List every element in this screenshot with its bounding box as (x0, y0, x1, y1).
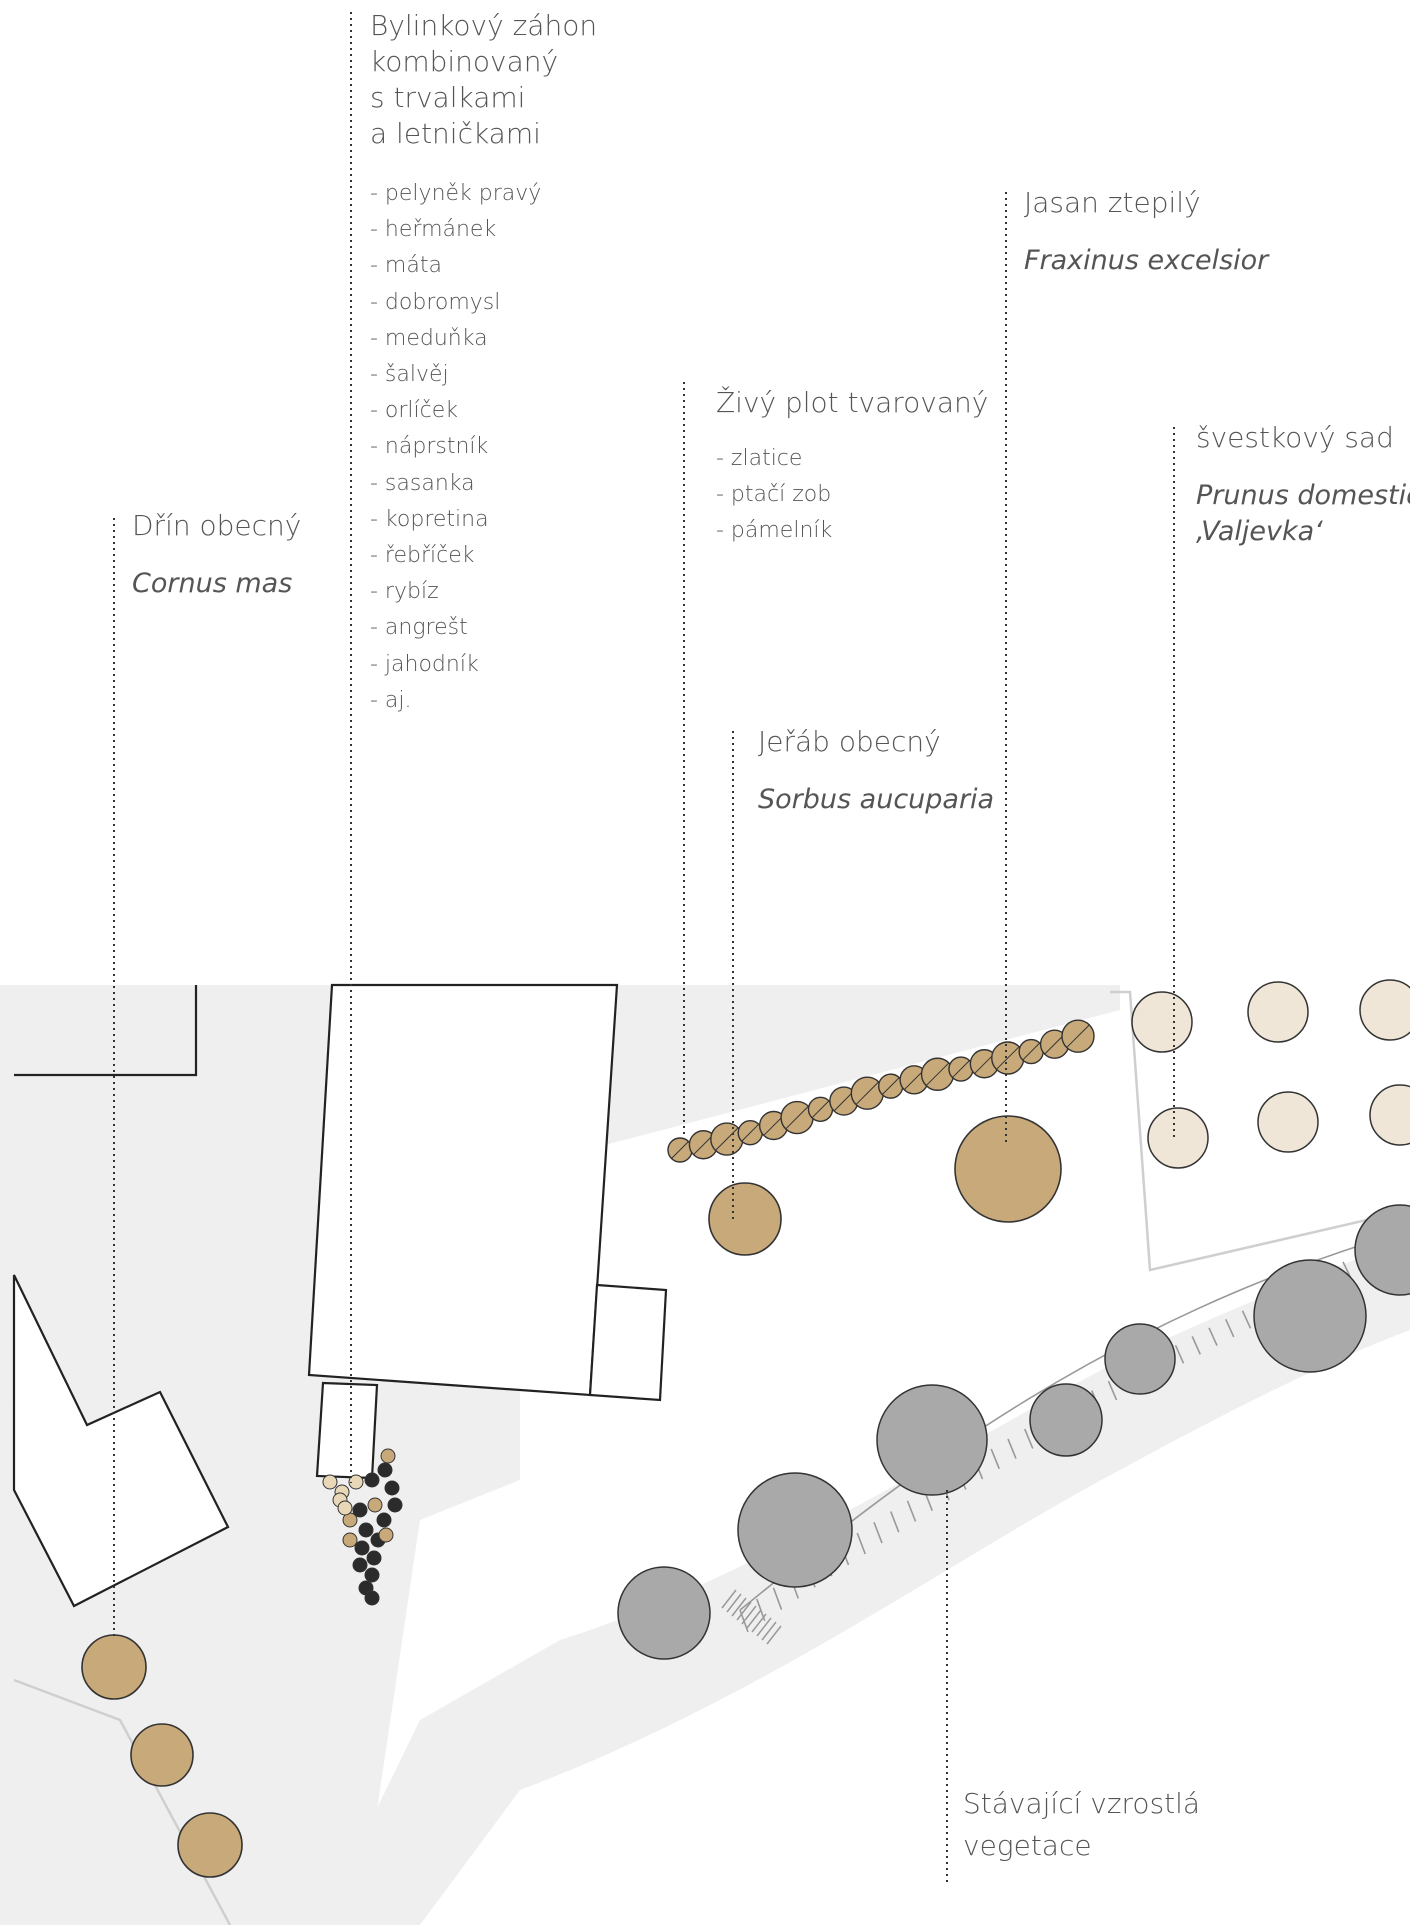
herb-bed (322, 1448, 403, 1606)
list-item: - meduňka (370, 325, 488, 351)
existing-tree (1354, 1204, 1410, 1296)
plum-latin-1: Prunus domestica (1196, 480, 1410, 511)
plum-tree (1147, 1107, 1209, 1169)
dogwood-label: Dřín obecný Cornus mas (132, 508, 301, 602)
herb-plant (348, 1474, 364, 1490)
leader-lines (113, 12, 1175, 1886)
herb-plant (380, 1448, 396, 1464)
hedge-label: Živý plot tvarovaný - zlatice - ptačí zob… (716, 385, 988, 550)
list-item: - aj. (370, 687, 412, 713)
list-item: - angrešt (370, 615, 468, 641)
ash-title: Jasan ztepilý (1024, 186, 1201, 219)
existing-tree (1104, 1323, 1176, 1395)
herb-plant (384, 1480, 400, 1496)
herb-plant (377, 1462, 393, 1478)
dogwood-title: Dřín obecný (132, 509, 302, 542)
existing-trees (617, 1204, 1410, 1660)
herb-plant (364, 1472, 380, 1488)
herb-plant (364, 1567, 380, 1583)
existing-tree (876, 1384, 988, 1496)
herb-bed-title-1: Bylinkový záhon (370, 9, 598, 42)
herb-plant (352, 1502, 368, 1518)
herb-bed-label: Bylinkový záhon kombinovaný s trvalkami … (370, 8, 597, 719)
plum-label: švestkový sad Prunus domestica ‚Valjevka… (1196, 420, 1410, 550)
list-item: - zlatice (716, 446, 803, 471)
herb-plant (366, 1550, 382, 1566)
list-item: - ptačí zob (716, 482, 832, 508)
herb-plant (352, 1557, 368, 1573)
plum-tree (1369, 1084, 1410, 1146)
dogwood-tree (177, 1812, 243, 1878)
ash-label: Jasan ztepilý Fraxinus excelsior (1024, 185, 1268, 279)
list-item: - sasanka (370, 470, 475, 496)
plum-tree (1131, 991, 1193, 1053)
plum-orchard (1131, 979, 1410, 1169)
existing-title-2: vegetace (963, 1829, 1092, 1862)
herb-bed-title-2: kombinovaný (370, 45, 559, 78)
list-item: - orlíček (370, 398, 459, 424)
herb-plant (378, 1527, 394, 1543)
rowan-title: Jeřáb obecný (758, 725, 941, 758)
plum-title: švestkový sad (1196, 421, 1394, 454)
list-item: - šalvěj (370, 362, 449, 388)
list-item: - kopretina (370, 506, 489, 532)
existing-tree (617, 1566, 711, 1660)
list-item: - jahodník (370, 651, 479, 677)
herb-bed-title-4: a letničkami (370, 117, 541, 150)
existing-vegetation-label: Stávající vzrostlá vegetace (963, 1786, 1200, 1864)
ash-tree (954, 1115, 1062, 1223)
herb-plant (376, 1512, 392, 1528)
list-item: - pámelník (716, 518, 833, 544)
list-item: - náprstník (370, 434, 489, 460)
herb-plant (367, 1497, 383, 1513)
plum-latin-2: ‚Valjevka‘ (1196, 516, 1323, 547)
list-item: - máta (370, 253, 442, 279)
herb-plant (387, 1497, 403, 1513)
list-item: - heřmánek (370, 217, 497, 243)
herb-plant (364, 1590, 380, 1606)
hedge-title: Živý plot tvarovaný (716, 386, 989, 419)
herb-plant (358, 1522, 374, 1538)
hedge-row (667, 1019, 1095, 1163)
rowan-tree (708, 1182, 782, 1256)
list-item: - pelyněk pravý (370, 181, 542, 206)
dogwood-tree (130, 1723, 194, 1787)
existing-tree (1253, 1259, 1367, 1373)
dogwood-latin: Cornus mas (132, 568, 293, 599)
plum-tree (1257, 1091, 1319, 1153)
list-item: - řebříček (370, 543, 475, 569)
herb-plant (342, 1532, 358, 1548)
dogwood-tree (81, 1634, 147, 1700)
list-item: - rybíz (370, 579, 439, 605)
new-trees (81, 1115, 1062, 1878)
building-outlines (12, 983, 668, 1608)
existing-title-1: Stávající vzrostlá (963, 1787, 1201, 1820)
rowan-label: Jeřáb obecný Sorbus aucuparia (758, 724, 994, 818)
herb-bed-plant-list: - pelyněk pravý - heřmánek - máta - dobromy… (370, 176, 597, 719)
existing-tree (1029, 1383, 1103, 1457)
herb-plant (354, 1540, 370, 1556)
plum-tree (1359, 979, 1410, 1041)
herb-plant (322, 1474, 338, 1490)
list-item: - dobromysl (370, 289, 501, 315)
ash-latin: Fraxinus excelsior (1024, 245, 1269, 276)
rowan-latin: Sorbus aucuparia (758, 784, 995, 815)
existing-tree (737, 1472, 853, 1588)
hedge-plant-list: - zlatice - ptačí zob - pámelník (716, 441, 988, 550)
steps (721, 1589, 782, 1645)
herb-bed-title-3: s trvalkami (370, 81, 526, 114)
plum-tree (1247, 981, 1309, 1043)
herb-plant (337, 1500, 353, 1516)
